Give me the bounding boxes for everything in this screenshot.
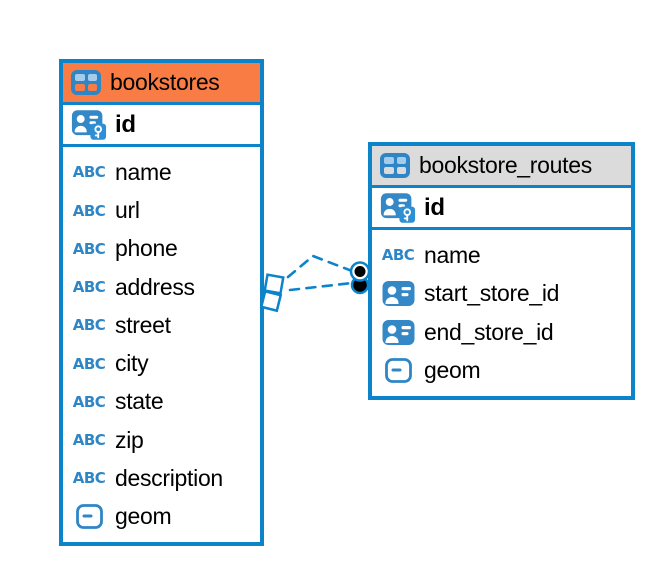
primary-key-name: id (424, 193, 445, 221)
table-card-bookstores[interactable]: bookstores id ABC name (59, 59, 264, 546)
column-name: state (115, 388, 164, 415)
column-name: street (115, 311, 171, 338)
column-row[interactable]: ABC address (63, 272, 260, 302)
text-type-icon: ABC (71, 196, 107, 226)
text-type-label: ABC (72, 354, 106, 373)
text-type-label: ABC (72, 392, 106, 411)
column-name: address (115, 273, 195, 300)
column-row[interactable]: ABC city (63, 349, 260, 379)
column-name: geom (424, 357, 481, 384)
column-row[interactable]: ABC url (63, 196, 260, 226)
column-row[interactable]: start_store_id (372, 279, 631, 309)
column-row[interactable]: ABC street (63, 310, 260, 340)
primary-key-name: id (115, 110, 136, 138)
text-type-icon: ABC (71, 425, 107, 455)
column-row[interactable]: ABC description (63, 463, 260, 493)
column-row[interactable]: geom (63, 502, 260, 532)
table-icon (71, 70, 101, 95)
text-type-label: ABC (72, 278, 106, 297)
reference-type-icon (380, 317, 416, 347)
text-type-icon: ABC (71, 234, 107, 264)
primary-key-row[interactable]: id (372, 188, 631, 230)
text-type-icon: ABC (71, 463, 107, 493)
reference-glyph (382, 319, 414, 345)
column-list-bookstores: ABC name ABC url ABC phone ABC address A… (63, 147, 260, 542)
primary-key-icon (71, 109, 107, 140)
text-type-icon: ABC (380, 240, 416, 270)
column-name: phone (115, 235, 178, 262)
text-type-label: ABC (72, 201, 106, 220)
text-type-label: ABC (72, 431, 106, 450)
column-name: city (115, 350, 149, 377)
table-title: bookstore_routes (419, 152, 592, 178)
text-type-label: ABC (381, 246, 415, 265)
column-name: zip (115, 426, 144, 453)
relationship-lines[interactable] (286, 254, 354, 292)
column-name: name (424, 241, 481, 268)
text-type-label: ABC (72, 469, 106, 488)
reference-type-icon (380, 279, 416, 309)
text-type-label: ABC (72, 239, 106, 258)
column-row[interactable]: ABC zip (63, 425, 260, 455)
relationship-target-anchor-icon[interactable] (349, 261, 371, 295)
text-type-label: ABC (72, 163, 106, 182)
text-type-icon: ABC (71, 157, 107, 187)
column-row[interactable]: ABC name (63, 157, 260, 187)
geometry-type-icon (380, 356, 416, 386)
primary-key-icon (380, 192, 416, 223)
text-type-label: ABC (72, 316, 106, 335)
column-name: geom (115, 503, 172, 530)
relationship-source-anchor-icon[interactable] (259, 273, 285, 313)
relationship-line-lower (288, 281, 354, 292)
column-name: start_store_id (424, 280, 560, 307)
geometry-glyph (75, 504, 103, 530)
text-type-icon: ABC (71, 387, 107, 417)
table-header-bookstores[interactable]: bookstores (63, 63, 260, 105)
column-name: url (115, 197, 140, 224)
text-type-icon: ABC (71, 272, 107, 302)
table-card-bookstore-routes[interactable]: bookstore_routes id ABC name (368, 142, 635, 400)
primary-key-row[interactable]: id (63, 105, 260, 147)
table-title: bookstores (110, 69, 220, 95)
column-list-bookstore-routes: ABC name start_store_id end_store_id (372, 230, 631, 396)
column-name: name (115, 158, 172, 185)
table-icon (380, 153, 410, 178)
column-name: description (115, 464, 223, 491)
column-row[interactable]: geom (372, 356, 631, 386)
geometry-type-icon (71, 502, 107, 532)
relationship-line-upper (286, 254, 354, 279)
column-row[interactable]: ABC name (372, 240, 631, 270)
text-type-icon: ABC (71, 310, 107, 340)
table-header-bookstore-routes[interactable]: bookstore_routes (372, 146, 631, 188)
text-type-icon: ABC (71, 349, 107, 379)
reference-glyph (382, 281, 414, 307)
column-row[interactable]: ABC state (63, 387, 260, 417)
column-name: end_store_id (424, 318, 554, 345)
column-row[interactable]: ABC phone (63, 234, 260, 264)
geometry-glyph (384, 358, 412, 383)
column-row[interactable]: end_store_id (372, 317, 631, 347)
